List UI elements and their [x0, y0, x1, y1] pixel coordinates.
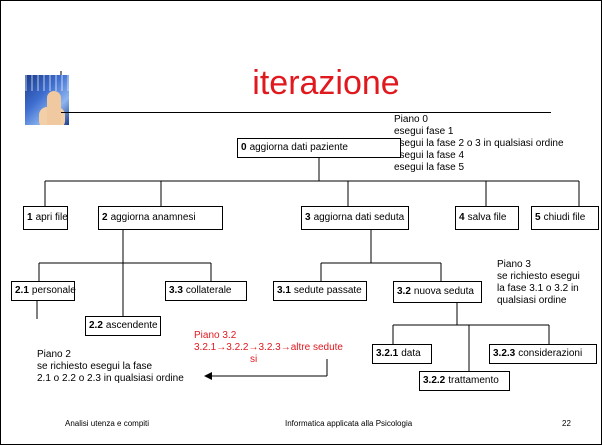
footer-center: Informatica applicata alla Psicologia — [285, 419, 413, 428]
logo-image — [25, 75, 69, 125]
slide-title: iterazione — [252, 64, 400, 102]
title-underline — [61, 112, 551, 113]
plan-0-note: Piano 0 esegui fase 1 esegui la fase 2 o… — [394, 114, 564, 173]
plan-3-2-note: Piano 3.2 3.2.1→3.2.2→3.2.3→altre sedute… — [194, 330, 343, 365]
footer-left: Analisi utenza e compiti — [65, 419, 150, 428]
plan-3-note: Piano 3 se richiesto esegui la fase 3.1 … — [497, 259, 580, 306]
plan-2-note: Piano 2 se richiesto esegui la fase 2.1 … — [37, 349, 184, 384]
page-number: 22 — [562, 419, 571, 428]
